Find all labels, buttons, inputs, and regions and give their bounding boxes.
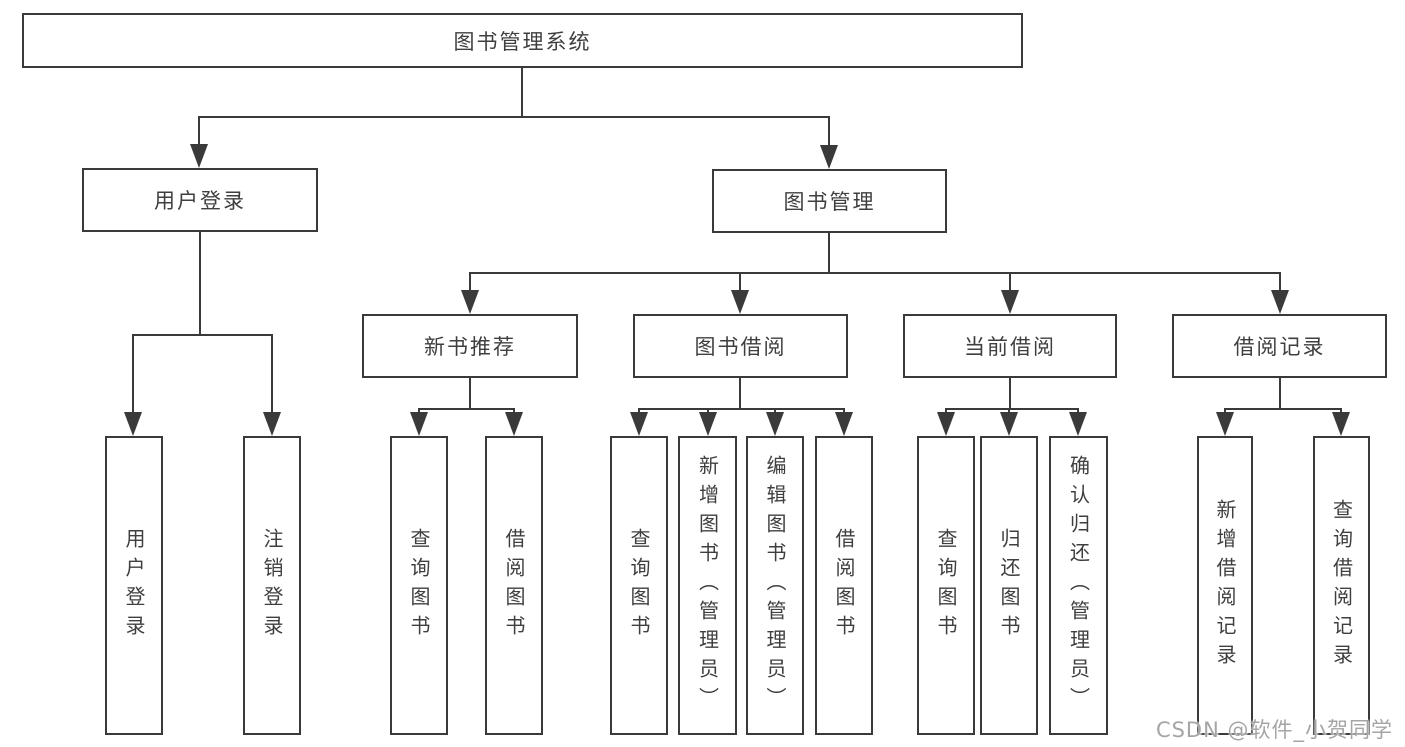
arrow-down-icon bbox=[124, 412, 142, 436]
arrow-down-icon bbox=[1069, 412, 1087, 436]
arrow-down-icon bbox=[1216, 412, 1234, 436]
leaf-add-borrow-record-label: 新增借阅记录 bbox=[1213, 498, 1237, 673]
leaf-add-borrow-record: 新增借阅记录 bbox=[1197, 436, 1253, 735]
node-book-management-label: 图书管理 bbox=[783, 190, 876, 214]
node-current-borrowing-label: 当前借阅 bbox=[964, 335, 1056, 359]
node-root-label: 图书管理系统 bbox=[453, 29, 592, 54]
leaf-borrow-books-1-label: 借阅图书 bbox=[502, 527, 526, 644]
connector-group3-stem bbox=[1009, 376, 1011, 410]
arrow-down-icon bbox=[820, 145, 838, 169]
connector-group4-stem bbox=[1279, 376, 1281, 410]
connector-drop-user-login bbox=[198, 116, 200, 146]
node-book-borrowing-label: 图书借阅 bbox=[694, 335, 787, 359]
connector-level2-hline bbox=[469, 272, 1281, 274]
leaf-query-books-2: 查询图书 bbox=[610, 436, 668, 735]
leaf-query-borrow-record: 查询借阅记录 bbox=[1313, 436, 1370, 735]
node-new-book-recommendation: 新书推荐 bbox=[362, 314, 578, 378]
leaf-edit-book-admin: 编辑图书（管理员） bbox=[746, 436, 804, 735]
connector-user-login-hline bbox=[132, 334, 273, 336]
leaf-return-books-label: 归还图书 bbox=[997, 527, 1021, 644]
arrow-down-icon bbox=[1000, 412, 1018, 436]
arrow-down-icon bbox=[731, 290, 749, 314]
arrow-down-icon bbox=[766, 412, 784, 436]
connector-drop-leaf-logout bbox=[271, 334, 273, 414]
arrow-down-icon bbox=[190, 144, 208, 168]
node-borrowing-records-label: 借阅记录 bbox=[1233, 335, 1326, 359]
node-current-borrowing: 当前借阅 bbox=[903, 314, 1117, 378]
leaf-query-books-2-label: 查询图书 bbox=[627, 527, 651, 644]
leaf-borrow-books-2-label: 借阅图书 bbox=[832, 527, 856, 644]
leaf-logout-label: 注销登录 bbox=[260, 527, 284, 644]
connector-drop-group2 bbox=[739, 272, 741, 292]
leaf-borrow-books-1: 借阅图书 bbox=[485, 436, 543, 735]
leaf-add-book-admin-label: 新增图书（管理员） bbox=[695, 455, 720, 716]
leaf-confirm-return-admin: 确认归还（管理员） bbox=[1049, 436, 1108, 735]
watermark: CSDN @软件_小贺同学 bbox=[1155, 718, 1393, 742]
node-book-borrowing: 图书借阅 bbox=[633, 314, 848, 378]
arrow-down-icon bbox=[263, 412, 281, 436]
leaf-user-login-label: 用户登录 bbox=[122, 527, 146, 644]
node-user-login: 用户登录 bbox=[82, 168, 318, 232]
node-user-login-label: 用户登录 bbox=[154, 189, 246, 213]
connector-drop-book-management bbox=[828, 116, 830, 147]
leaf-confirm-return-admin-label: 确认归还（管理员） bbox=[1066, 455, 1091, 716]
arrow-down-icon bbox=[835, 412, 853, 436]
node-book-management: 图书管理 bbox=[712, 169, 947, 233]
connector-book-management-stem bbox=[828, 231, 830, 274]
connector-drop-leaf-login bbox=[132, 334, 134, 414]
leaf-return-books: 归还图书 bbox=[980, 436, 1038, 735]
connector-user-login-stem bbox=[199, 230, 201, 336]
connector-drop-group3 bbox=[1009, 272, 1011, 292]
leaf-edit-book-admin-label: 编辑图书（管理员） bbox=[763, 455, 787, 716]
arrow-down-icon bbox=[461, 290, 479, 314]
arrow-down-icon bbox=[1001, 290, 1019, 314]
connector-group3-hline bbox=[945, 408, 1079, 410]
leaf-user-login: 用户登录 bbox=[105, 436, 163, 735]
leaf-add-book-admin: 新增图书（管理员） bbox=[678, 436, 737, 735]
connector-group2-stem bbox=[739, 376, 741, 410]
connector-drop-group4 bbox=[1279, 272, 1281, 292]
connector-group1-hline bbox=[418, 408, 515, 410]
connector-level1-hline bbox=[198, 116, 830, 118]
leaf-query-books-3: 查询图书 bbox=[917, 436, 975, 735]
leaf-query-books-1: 查询图书 bbox=[390, 436, 448, 735]
connector-group1-stem bbox=[469, 376, 471, 410]
arrow-down-icon bbox=[1271, 290, 1289, 314]
leaf-query-books-3-label: 查询图书 bbox=[934, 527, 958, 644]
arrow-down-icon bbox=[937, 412, 955, 436]
arrow-down-icon bbox=[505, 412, 523, 436]
leaf-query-borrow-record-label: 查询借阅记录 bbox=[1329, 498, 1354, 673]
connector-root-stem bbox=[521, 68, 523, 118]
arrow-down-icon bbox=[630, 412, 648, 436]
leaf-logout: 注销登录 bbox=[243, 436, 301, 735]
arrow-down-icon bbox=[1332, 412, 1350, 436]
arrow-down-icon bbox=[410, 412, 428, 436]
arrow-down-icon bbox=[699, 412, 717, 436]
leaf-borrow-books-2: 借阅图书 bbox=[815, 436, 873, 735]
leaf-query-books-1-label: 查询图书 bbox=[407, 527, 431, 644]
node-new-book-recommendation-label: 新书推荐 bbox=[424, 335, 516, 359]
node-borrowing-records: 借阅记录 bbox=[1172, 314, 1387, 378]
connector-group2-hline bbox=[638, 408, 845, 410]
connector-group4-hline bbox=[1224, 408, 1342, 410]
node-root: 图书管理系统 bbox=[22, 13, 1023, 68]
connector-drop-group1 bbox=[469, 272, 471, 292]
